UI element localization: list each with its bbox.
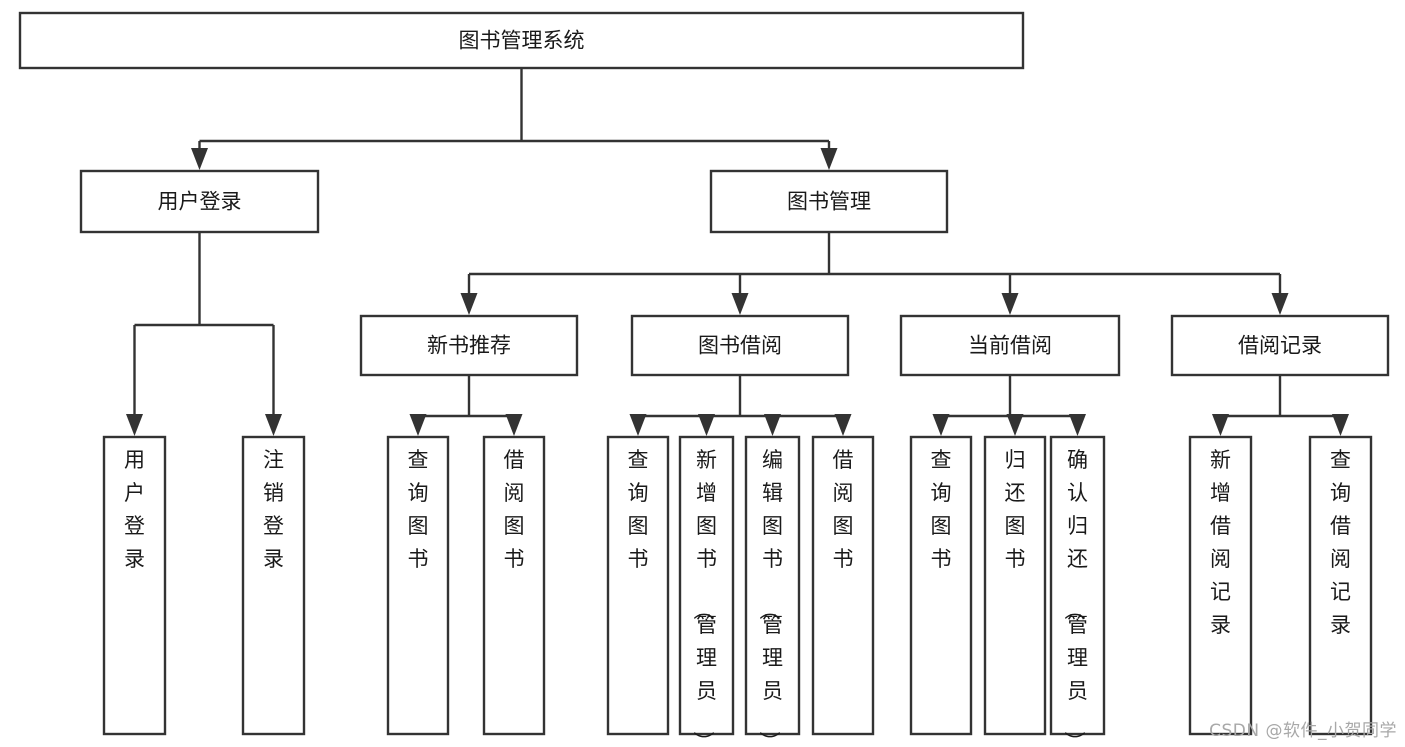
node-leaf-query-book-3[interactable]: 查询图书 — [909, 435, 973, 736]
node-label: 注销登录 — [263, 448, 284, 571]
connector-layer — [126, 68, 1349, 436]
node-label: 查询借阅记录 — [1330, 448, 1351, 637]
node-label: 确认归还（管理员） — [1062, 448, 1088, 747]
node-box — [482, 435, 546, 736]
node-box — [1170, 314, 1390, 377]
node-leaf-logout[interactable]: 注销登录 — [241, 435, 306, 736]
node-box — [983, 435, 1047, 736]
node-box — [18, 11, 1025, 70]
node-label: 编辑图书（管理员） — [757, 448, 783, 747]
arrow-head-icon — [265, 414, 282, 436]
arrow-head-icon — [698, 414, 715, 436]
node-box — [744, 435, 801, 736]
node-box — [386, 435, 450, 736]
node-leaf-borrow-book-1[interactable]: 借阅图书 — [482, 435, 546, 736]
node-label: 借阅记录 — [1238, 334, 1322, 358]
arrow-head-icon — [764, 414, 781, 436]
arrow-head-icon — [505, 414, 523, 436]
node-box — [1049, 435, 1106, 736]
arrow-head-icon — [460, 293, 478, 315]
node-leaf-edit-book[interactable]: 编辑图书（管理员） — [744, 435, 801, 747]
node-label: 当前借阅 — [968, 334, 1052, 358]
arrow-head-icon — [1006, 414, 1024, 436]
node-label: 图书管理系统 — [459, 29, 585, 53]
arrow-head-icon — [1212, 414, 1229, 436]
node-label: 借阅图书 — [504, 448, 525, 571]
node-label: 归还图书 — [1005, 448, 1026, 571]
node-user-login[interactable]: 用户登录 — [79, 169, 320, 234]
node-leaf-query-book-1[interactable]: 查询图书 — [386, 435, 450, 736]
node-label: 查询图书 — [628, 448, 649, 571]
node-box — [630, 314, 850, 377]
node-leaf-query-book-2[interactable]: 查询图书 — [606, 435, 670, 736]
node-leaf-return-book[interactable]: 归还图书 — [983, 435, 1047, 736]
node-label: 新增图书（管理员） — [691, 448, 717, 747]
node-box — [709, 169, 949, 234]
node-box — [1308, 435, 1373, 736]
node-label: 新增借阅记录 — [1210, 448, 1231, 637]
node-box — [359, 314, 579, 377]
node-borrow-record[interactable]: 借阅记录 — [1170, 314, 1390, 377]
node-box — [811, 435, 875, 736]
node-current-borrow[interactable]: 当前借阅 — [899, 314, 1121, 377]
arrow-head-icon — [731, 293, 749, 315]
node-box — [909, 435, 973, 736]
node-book-borrow[interactable]: 图书借阅 — [630, 314, 850, 377]
arrow-head-icon — [1069, 414, 1086, 436]
arrow-head-icon — [126, 414, 143, 436]
node-box — [79, 169, 320, 234]
arrow-head-icon — [629, 414, 647, 436]
arrow-head-icon — [834, 414, 852, 436]
node-label: 图书管理 — [787, 190, 871, 214]
node-box — [241, 435, 306, 736]
node-label: 借阅图书 — [833, 448, 854, 571]
arrow-head-icon — [1271, 293, 1289, 315]
node-label: 图书借阅 — [698, 334, 782, 358]
node-box — [606, 435, 670, 736]
arrow-head-icon — [409, 414, 427, 436]
node-new-book-rec[interactable]: 新书推荐 — [359, 314, 579, 377]
node-book-manage[interactable]: 图书管理 — [709, 169, 949, 234]
node-box — [102, 435, 167, 736]
node-leaf-borrow-book-2[interactable]: 借阅图书 — [811, 435, 875, 736]
node-leaf-user-login[interactable]: 用户登录 — [102, 435, 167, 736]
node-box — [678, 435, 735, 736]
node-label: 新书推荐 — [427, 334, 511, 358]
node-leaf-query-record[interactable]: 查询借阅记录 — [1308, 435, 1373, 736]
node-layer: 图书管理系统用户登录图书管理新书推荐图书借阅当前借阅借阅记录用户登录注销登录查询… — [18, 11, 1390, 747]
node-leaf-add-book[interactable]: 新增图书（管理员） — [678, 435, 735, 747]
arrow-head-icon — [191, 148, 208, 170]
arrow-head-icon — [820, 148, 838, 170]
arrow-head-icon — [1332, 414, 1349, 436]
node-label: 查询图书 — [931, 448, 952, 571]
node-box — [899, 314, 1121, 377]
arrow-head-icon — [1001, 293, 1019, 315]
node-leaf-confirm-return[interactable]: 确认归还（管理员） — [1049, 435, 1106, 747]
node-label: 查询图书 — [408, 448, 429, 571]
arrow-head-icon — [932, 414, 950, 436]
node-label: 用户登录 — [158, 190, 242, 214]
node-box — [1188, 435, 1253, 736]
node-root[interactable]: 图书管理系统 — [18, 11, 1025, 70]
node-label: 用户登录 — [124, 448, 145, 571]
node-leaf-add-record[interactable]: 新增借阅记录 — [1188, 435, 1253, 736]
